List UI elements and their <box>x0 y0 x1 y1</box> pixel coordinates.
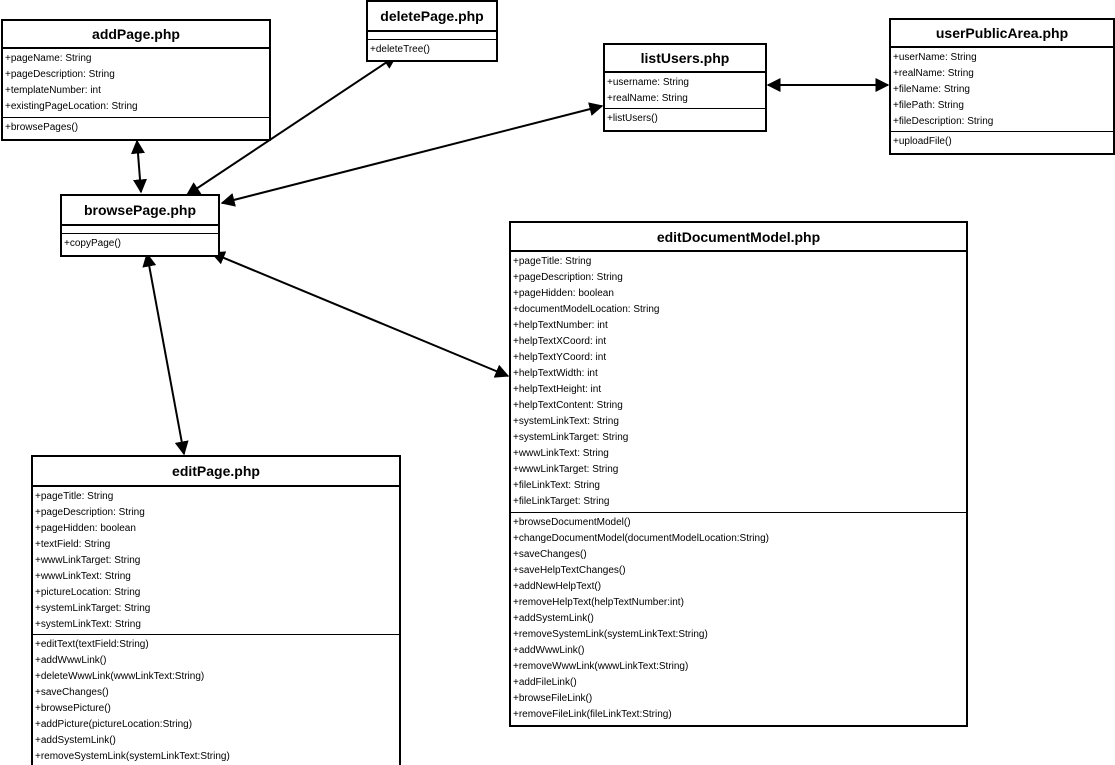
class-box-browse-page: browsePage.php +copyPage() <box>60 194 220 257</box>
method-row: +addNewHelpText() <box>513 581 602 592</box>
attribute-row: +systemLinkText: String <box>513 416 619 427</box>
attribute-row: +pageDescription: String <box>5 69 115 80</box>
method-row: +addSystemLink() <box>35 735 116 746</box>
method-row: +uploadFile() <box>893 136 952 147</box>
attribute-row: +filePath: String <box>893 100 964 111</box>
attribute-row: +helpTextHeight: int <box>513 384 602 395</box>
class-box-user-public-area: userPublicArea.php +userName: String +real… <box>889 18 1115 155</box>
attributes-section: +pageTitle: String +pageDescription: Stri… <box>33 487 399 635</box>
attribute-row: +pageDescription: String <box>513 272 623 283</box>
class-name: editDocumentModel.php <box>511 223 966 252</box>
attribute-row: +fileLinkTarget: String <box>513 496 610 507</box>
class-name: addPage.php <box>3 21 269 49</box>
attribute-row: +helpTextXCoord: int <box>513 336 607 347</box>
method-row: +browsePicture() <box>35 703 111 714</box>
method-row: +addSystemLink() <box>513 613 594 624</box>
method-row: +addWwwLink() <box>35 655 107 666</box>
method-row: +editText(textField:String) <box>35 639 149 650</box>
attribute-row: +helpTextWidth: int <box>513 368 598 379</box>
attribute-row: +documentModelLocation: String <box>513 304 660 315</box>
attribute-row: +wwwLinkText: String <box>513 448 609 459</box>
attribute-row: +helpTextContent: String <box>513 400 623 411</box>
attribute-row: +realName: String <box>893 68 974 79</box>
attribute-row: +fileDescription: String <box>893 116 994 127</box>
attribute-row: +templateNumber: int <box>5 85 101 96</box>
attribute-row: +systemLinkTarget: String <box>513 432 629 443</box>
attribute-row: +fileLinkText: String <box>513 480 600 491</box>
method-row: +addFileLink() <box>513 677 577 688</box>
association-arrow-browsePage-editDocumentModel <box>210 251 510 378</box>
method-row: +copyPage() <box>64 238 121 249</box>
attribute-row: +pageTitle: String <box>35 491 114 502</box>
methods-section: +uploadFile() <box>891 132 1113 153</box>
method-row: +browseFileLink() <box>513 693 593 704</box>
method-row: +removeSystemLink(systemLinkText:String) <box>35 751 230 762</box>
class-box-edit-page: editPage.php +pageTitle: String +pageDescr… <box>31 455 401 765</box>
class-box-list-users: listUsers.php +username: String +realName:… <box>603 43 767 132</box>
method-row: +changeDocumentModel(documentModelLocati… <box>513 533 769 544</box>
methods-section: +copyPage() <box>62 234 218 255</box>
method-row: +deleteTree() <box>370 44 430 55</box>
methods-section: +listUsers() <box>605 109 765 130</box>
method-row: +saveChanges() <box>35 687 109 698</box>
attribute-row: +username: String <box>607 77 689 88</box>
attributes-section: +userName: String +realName: String +fileN… <box>891 48 1113 132</box>
attribute-row: +userName: String <box>893 52 977 63</box>
attribute-row: +pageHidden: boolean <box>513 288 614 299</box>
method-row: +browsePages() <box>5 122 79 133</box>
method-row: +removeWwwLink(wwwLinkText:String) <box>513 661 689 672</box>
attribute-row: +helpTextYCoord: int <box>513 352 607 363</box>
attributes-section: +pageTitle: String +pageDescription: Stri… <box>511 252 966 513</box>
attribute-row: +systemLinkTarget: String <box>35 603 151 614</box>
attribute-row: +wwwLinkTarget: String <box>35 555 141 566</box>
method-row: +saveChanges() <box>513 549 587 560</box>
method-row: +removeSystemLink(systemLinkText:String) <box>513 629 708 640</box>
attribute-row: +wwwLinkTarget: String <box>513 464 619 475</box>
method-row: +addPicture(pictureLocation:String) <box>35 719 193 730</box>
attribute-row: +pageHidden: boolean <box>35 523 136 534</box>
method-row: +addWwwLink() <box>513 645 585 656</box>
method-row: +deleteWwwLink(wwwLinkText:String) <box>35 671 205 682</box>
methods-section: +browsePages() <box>3 118 269 139</box>
methods-section: +deleteTree() <box>368 40 496 60</box>
class-name: deletePage.php <box>368 2 496 32</box>
attribute-row: +pictureLocation: String <box>35 587 141 598</box>
attribute-row: +pageDescription: String <box>35 507 145 518</box>
method-row: +saveHelpTextChanges() <box>513 565 626 576</box>
attribute-row: +pageTitle: String <box>513 256 592 267</box>
class-box-add-page: addPage.php +pageName: String +pageDescrip… <box>1 19 271 141</box>
attributes-section <box>368 32 496 40</box>
attributes-section: +pageName: String +pageDescription: Strin… <box>3 49 269 118</box>
attribute-row: +textField: String <box>35 539 111 550</box>
attribute-row: +fileName: String <box>893 84 970 95</box>
class-name: listUsers.php <box>605 45 765 73</box>
attribute-row: +pageName: String <box>5 53 92 64</box>
class-box-delete-page: deletePage.php +deleteTree() <box>366 0 498 62</box>
class-name: userPublicArea.php <box>891 20 1113 48</box>
attribute-row: +wwwLinkText: String <box>35 571 131 582</box>
attribute-row: +systemLinkText: String <box>35 619 141 630</box>
method-row: +removeFileLink(fileLinkText:String) <box>513 709 672 720</box>
method-row: +listUsers() <box>607 113 658 124</box>
association-arrow-browsePage-editPage <box>142 252 189 456</box>
association-arrow-listUsers-browsePage <box>220 102 604 207</box>
method-row: +removeHelpText(helpTextNumber:int) <box>513 597 684 608</box>
attribute-row: +realName: String <box>607 93 688 104</box>
class-name: browsePage.php <box>62 196 218 226</box>
association-arrow-addPage-browsePage <box>131 139 147 194</box>
method-row: +browseDocumentModel() <box>513 517 631 528</box>
attributes-section <box>62 226 218 234</box>
attributes-section: +username: String +realName: String <box>605 73 765 109</box>
attribute-row: +helpTextNumber: int <box>513 320 608 331</box>
attribute-row: +existingPageLocation: String <box>5 101 138 112</box>
methods-section: +editText(textField:String) +addWwwLink()… <box>33 635 399 765</box>
methods-section: +browseDocumentModel() +changeDocumentMod… <box>511 513 966 725</box>
class-name: editPage.php <box>33 457 399 487</box>
class-box-edit-document-model: editDocumentModel.php+pageTitle: String+… <box>509 221 968 727</box>
